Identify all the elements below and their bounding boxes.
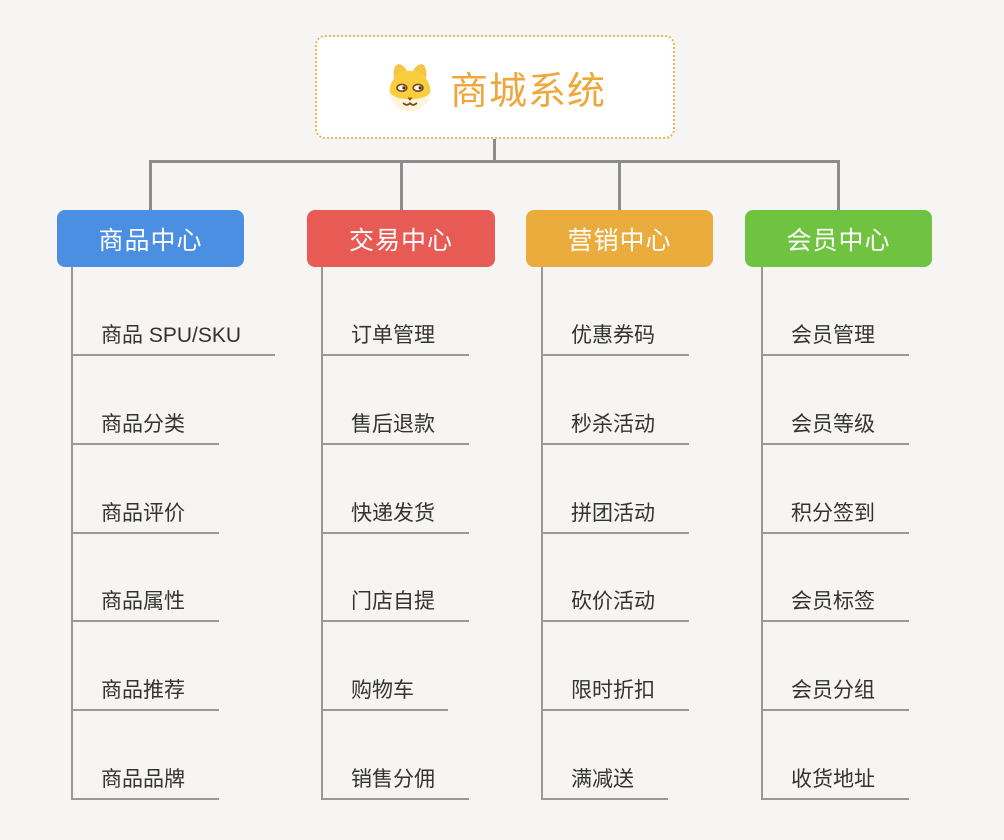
leaf-node-product-spu-sku[interactable]: 商品 SPU/SKU <box>71 321 276 356</box>
connector-drop-marketing-center <box>618 160 621 211</box>
leaf-node-flash-sale[interactable]: 秒杀活动 <box>541 410 689 445</box>
leaf-node-group-buy[interactable]: 拼团活动 <box>541 499 689 534</box>
leaf-node-shopping-cart[interactable]: 购物车 <box>321 676 448 711</box>
leaf-node-member-tag[interactable]: 会员标签 <box>761 587 909 622</box>
leaf-node-shipping-address[interactable]: 收货地址 <box>761 765 909 800</box>
branch-node-product-center[interactable]: 商品中心 <box>57 210 244 267</box>
branch-label: 交易中心 <box>348 226 453 255</box>
leaf-node-product-recommend[interactable]: 商品推荐 <box>71 676 219 711</box>
leaf-node-store-pickup[interactable]: 门店自提 <box>321 587 469 622</box>
connector-root-stem <box>493 139 496 163</box>
leaf-node-express-delivery[interactable]: 快递发货 <box>321 499 469 534</box>
branch-label: 营销中心 <box>567 226 672 255</box>
branch-label: 商品中心 <box>98 226 203 255</box>
leaf-node-limited-time-discount[interactable]: 限时折扣 <box>541 676 689 711</box>
leaf-node-member-management[interactable]: 会员管理 <box>761 321 909 356</box>
connector-horizontal-bar <box>149 160 840 163</box>
leaf-node-aftersale-refund[interactable]: 售后退款 <box>321 410 469 445</box>
leaf-node-sales-commission[interactable]: 销售分佣 <box>321 765 469 800</box>
leaf-node-full-reduction[interactable]: 满减送 <box>541 765 668 800</box>
branch-node-marketing-center[interactable]: 营销中心 <box>526 210 713 267</box>
leaf-node-product-category[interactable]: 商品分类 <box>71 410 219 445</box>
leaf-node-bargain-activity[interactable]: 砍价活动 <box>541 587 689 622</box>
leaf-node-order-management[interactable]: 订单管理 <box>321 321 469 356</box>
root-node[interactable]: 商城系统 <box>315 35 675 139</box>
leaf-node-product-review[interactable]: 商品评价 <box>71 499 219 534</box>
leaf-node-member-group[interactable]: 会员分组 <box>761 676 909 711</box>
leaf-node-product-brand[interactable]: 商品品牌 <box>71 765 219 800</box>
root-node-title: 商城系统 <box>449 70 606 113</box>
leaf-node-points-checkin[interactable]: 积分签到 <box>761 499 909 534</box>
connector-drop-member-center <box>837 160 840 211</box>
branch-node-trade-center[interactable]: 交易中心 <box>307 210 495 267</box>
connector-drop-product-center <box>149 160 152 211</box>
connector-drop-trade-center <box>400 160 403 211</box>
leaf-node-product-attribute[interactable]: 商品属性 <box>71 587 219 622</box>
leaf-node-member-level[interactable]: 会员等级 <box>761 410 909 445</box>
branch-label: 会员中心 <box>786 226 891 255</box>
branch-node-member-center[interactable]: 会员中心 <box>745 210 932 267</box>
dog-icon <box>389 64 431 112</box>
leaf-node-coupon-code[interactable]: 优惠券码 <box>541 321 689 356</box>
